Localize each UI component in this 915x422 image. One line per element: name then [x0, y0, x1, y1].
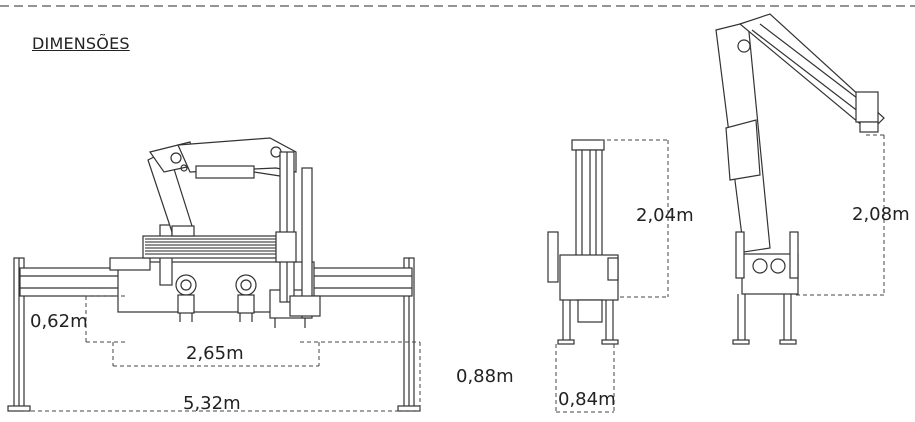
- extended-height-label: 2,08m: [852, 204, 910, 225]
- stabilizer-height-label: 0,62m: [30, 311, 88, 332]
- front-dimension-lines: [24, 295, 421, 412]
- side-view-crane: [547, 139, 619, 345]
- outer-span-label: 5,32m: [183, 393, 241, 414]
- extended-view-crane: [715, 13, 885, 345]
- side-width-label: 0,84m: [558, 389, 616, 410]
- side-height-label: 2,04m: [636, 205, 694, 226]
- section-title: DIMENSÕES: [32, 34, 130, 53]
- extended-base: [741, 253, 799, 295]
- ground-height-label: 0,88m: [456, 366, 514, 387]
- inner-span-label: 2,65m: [186, 343, 244, 364]
- side-dimension-lines: [555, 139, 669, 413]
- front-view-crane: [7, 137, 421, 412]
- upper-boom: [177, 137, 297, 173]
- extended-upper-boom: [738, 13, 885, 133]
- extended-dimension-lines: [796, 134, 885, 296]
